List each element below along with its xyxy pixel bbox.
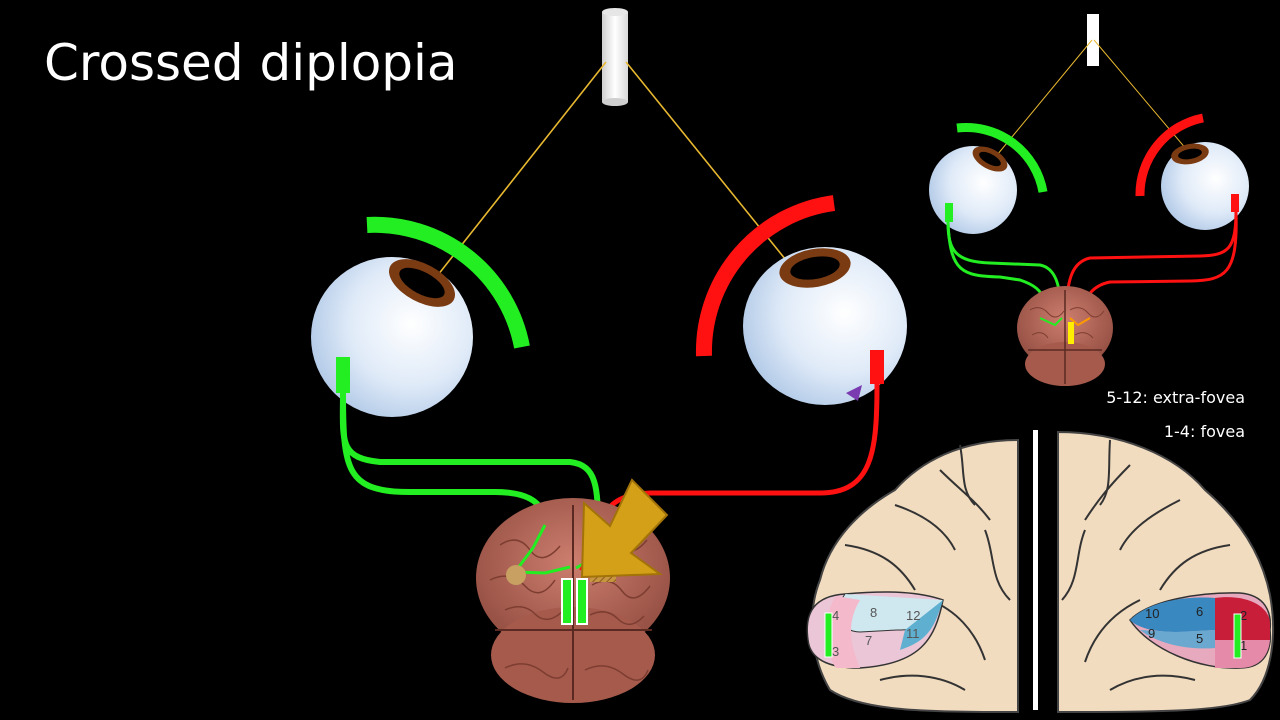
right-eye (743, 247, 907, 405)
map-label-5: 5 (1196, 631, 1203, 646)
right-hemisphere: 10 6 2 9 5 1 (1057, 430, 1275, 713)
inset-right-retina (1231, 194, 1239, 212)
inset-target (1087, 14, 1099, 66)
inset-brain (1017, 286, 1113, 386)
purple-marker (846, 385, 862, 401)
hemisphere-divider (1033, 430, 1038, 710)
left-map-image (824, 612, 833, 658)
extra-fovea-legend: 5-12: extra-fovea (1106, 388, 1245, 407)
left-visual-field-arc (366, 216, 530, 349)
cortex-image-right (576, 578, 588, 625)
map-label-9: 9 (1148, 626, 1155, 641)
map-label-6: 6 (1196, 604, 1203, 619)
inset-left-retina (945, 203, 953, 222)
inset-diagram (929, 14, 1249, 386)
cortex-map: 4 8 12 7 11 3 (806, 430, 1275, 713)
right-map-image (1233, 613, 1242, 659)
map-label-12: 12 (906, 608, 920, 623)
cortex-image-left (561, 578, 573, 625)
highlight-arrow (580, 478, 669, 579)
inset-cortex-image (1068, 322, 1074, 344)
left-hemisphere: 4 8 12 7 11 3 (806, 438, 1019, 713)
map-label-4: 4 (832, 608, 839, 623)
left-lgn-node (506, 565, 526, 585)
fovea-legend: 1-4: fovea (1163, 422, 1245, 441)
map-label-2: 2 (1240, 608, 1247, 623)
map-label-11: 11 (906, 626, 920, 641)
map-label-3: 3 (832, 644, 839, 659)
map-label-1: 1 (1240, 638, 1247, 653)
map-label-7: 7 (865, 633, 872, 648)
target-cylinder (602, 8, 628, 106)
map-label-10: 10 (1145, 606, 1159, 621)
right-visual-field-arc (695, 195, 836, 357)
left-retina-image (336, 357, 350, 393)
left-eye (311, 257, 473, 417)
inset-right-field-arc (1135, 113, 1204, 197)
right-retina-image (870, 350, 884, 384)
map-label-8: 8 (870, 605, 877, 620)
slide-title: Crossed diplopia (44, 34, 458, 92)
inset-left-field-arc (956, 122, 1048, 193)
